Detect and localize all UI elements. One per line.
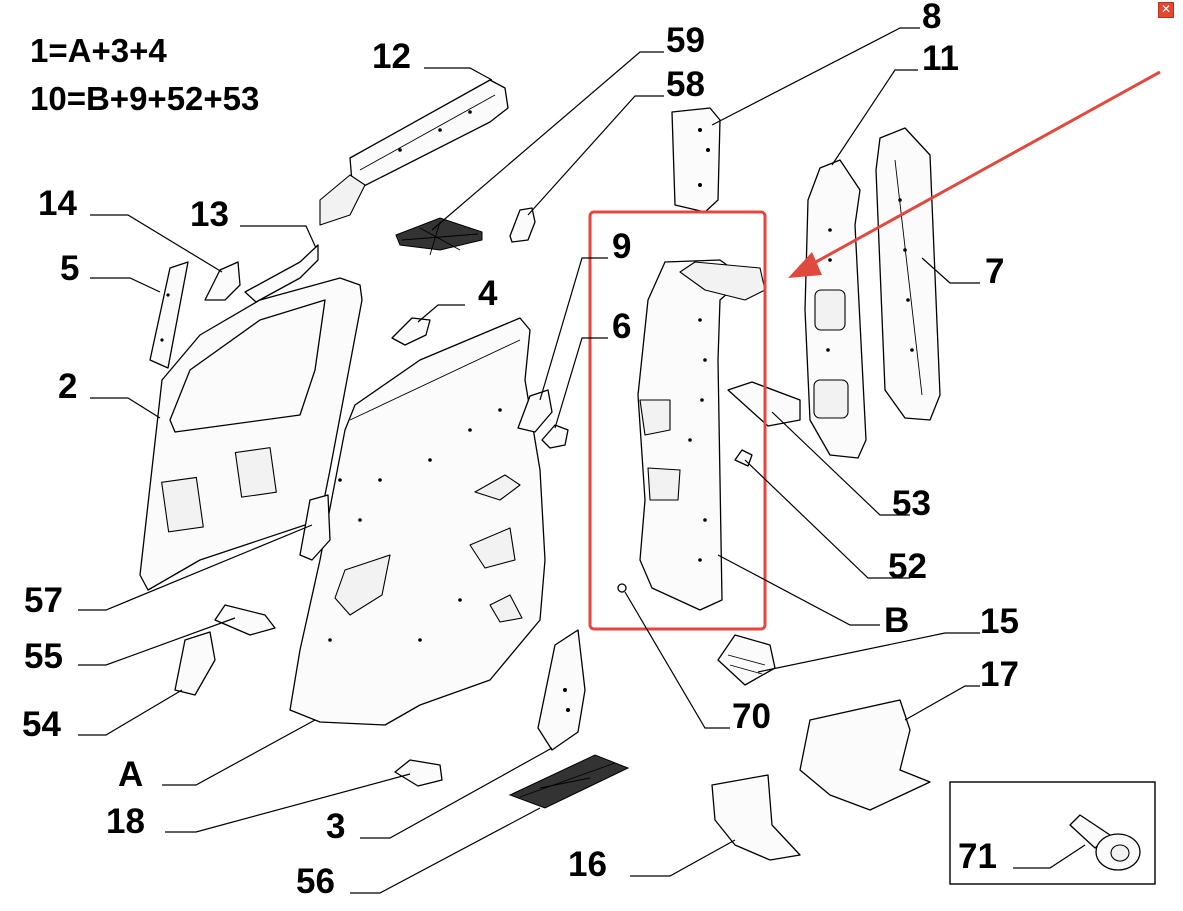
part-12-upper-rail bbox=[319, 79, 509, 226]
callout-16: 16 bbox=[568, 845, 607, 884]
callout-9: 9 bbox=[612, 227, 631, 266]
callout-13: 13 bbox=[190, 195, 229, 234]
part-3-post bbox=[537, 629, 586, 751]
part-8-pillar-piece bbox=[671, 107, 721, 213]
part-4-bracket bbox=[391, 317, 431, 346]
part-56-frame bbox=[508, 754, 630, 809]
callout-12: 12 bbox=[372, 37, 411, 76]
callout-54: 54 bbox=[22, 705, 61, 744]
callout-7: 7 bbox=[985, 252, 1004, 291]
part-54-bracket bbox=[174, 631, 216, 696]
part-B-panel bbox=[637, 259, 766, 611]
part-14-bracket bbox=[204, 261, 241, 301]
part-2-window-panel bbox=[139, 277, 363, 591]
callout-56: 56 bbox=[296, 862, 335, 901]
part-71-inset bbox=[949, 781, 1156, 885]
callout-5: 5 bbox=[60, 249, 79, 288]
callout-53: 53 bbox=[892, 484, 931, 523]
callout-59: 59 bbox=[666, 21, 705, 60]
part-6-clip bbox=[541, 424, 569, 449]
callout-8: 8 bbox=[922, 0, 941, 36]
part-A-side-panel bbox=[289, 317, 546, 726]
callout-4: 4 bbox=[478, 274, 498, 313]
pointer-arrow bbox=[788, 70, 1161, 278]
formula-assembly-1: 1=A+3+4 bbox=[30, 32, 167, 69]
leader-lines bbox=[78, 27, 1086, 894]
callout-71: 71 bbox=[958, 837, 997, 876]
callout-18: 18 bbox=[106, 802, 145, 841]
callout-57: 57 bbox=[24, 581, 63, 620]
formula-assembly-10: 10=B+9+52+53 bbox=[30, 80, 259, 117]
part-58-clip bbox=[509, 207, 536, 243]
callout-6: 6 bbox=[612, 307, 631, 346]
callout-3: 3 bbox=[326, 807, 345, 846]
part-7-pillar bbox=[875, 127, 941, 421]
callout-A: A bbox=[118, 755, 143, 794]
callout-labels: 12 59 58 8 11 14 13 5 4 9 6 7 2 53 52 57… bbox=[22, 0, 1019, 901]
part-9-clip bbox=[517, 389, 553, 433]
part-11-pillar bbox=[804, 159, 867, 459]
part-70-pin bbox=[617, 583, 627, 593]
part-15-vent bbox=[717, 634, 776, 686]
highlight-box bbox=[588, 210, 767, 631]
callout-70: 70 bbox=[732, 697, 771, 736]
callout-17: 17 bbox=[980, 655, 1019, 694]
part-5-strip bbox=[149, 261, 189, 369]
callout-15: 15 bbox=[980, 602, 1019, 641]
callout-14: 14 bbox=[38, 184, 77, 223]
close-icon[interactable]: ✕ bbox=[1158, 2, 1174, 18]
callout-55: 55 bbox=[24, 637, 63, 676]
part-59-bracket bbox=[395, 217, 483, 256]
part-18-plate bbox=[394, 759, 443, 787]
callout-58: 58 bbox=[666, 65, 705, 104]
callout-11: 11 bbox=[922, 39, 959, 78]
part-16-cover bbox=[711, 774, 801, 861]
part-57-bracket bbox=[299, 494, 331, 561]
part-55-bracket bbox=[214, 604, 276, 636]
part-17-cover bbox=[799, 699, 931, 811]
callout-2: 2 bbox=[58, 367, 77, 406]
callout-B: B bbox=[884, 601, 909, 640]
callout-52: 52 bbox=[888, 547, 927, 586]
